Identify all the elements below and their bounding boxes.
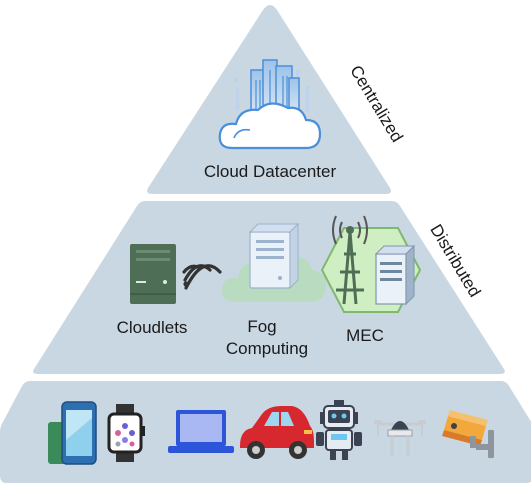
cloud-datacenter-icon [218,59,322,150]
cloudlets-server-icon [130,244,176,304]
fog-computing-label-line1: Fog [247,317,277,336]
smartwatch-icon [107,404,145,462]
robot-icon [316,400,362,460]
security-camera-icon [442,410,494,458]
mec-icon [320,215,422,313]
fog-computing-icon [221,222,327,302]
cloudlets-label: Cloudlets [116,318,188,337]
mec-label: MEC [346,326,384,345]
laptop-icon [168,410,234,453]
cloud-datacenter-label: Cloud Datacenter [203,162,337,181]
car-icon [240,406,314,459]
smartphone-icon [48,401,97,465]
fog-computing-label-line2: Computing [225,339,309,358]
wifi-icon [182,264,222,290]
drone-icon [374,420,426,456]
